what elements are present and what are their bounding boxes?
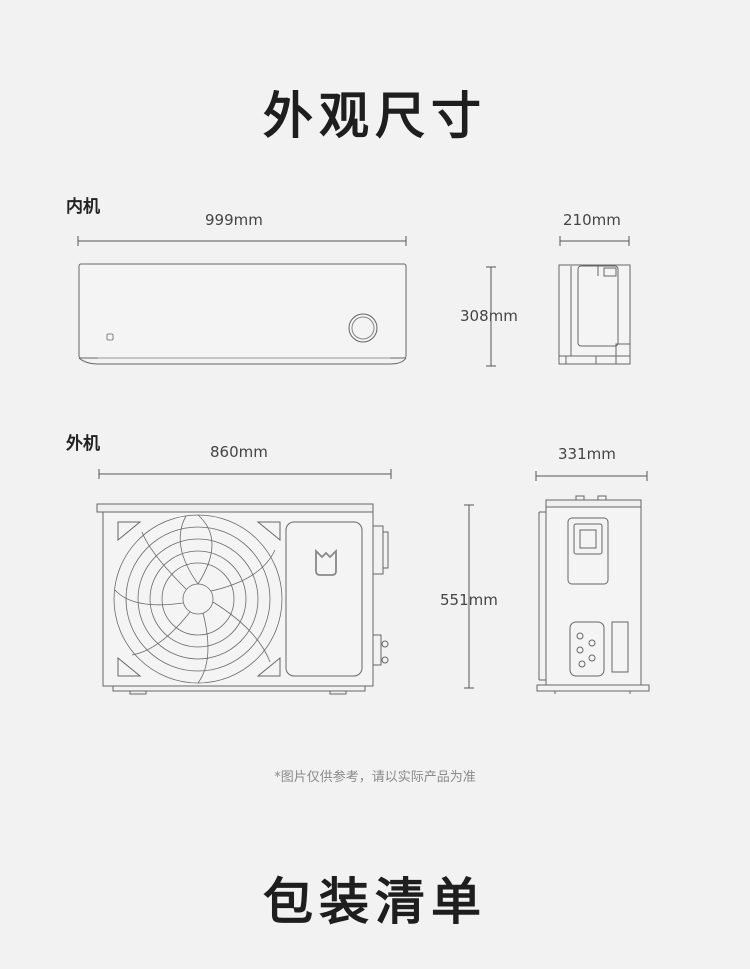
indoor-height-dimension-line	[486, 266, 496, 367]
indoor-depth-label: 210mm	[563, 211, 621, 229]
outdoor-width-label: 860mm	[210, 443, 268, 461]
mijia-logo-icon	[315, 548, 337, 576]
indoor-unit-side-view	[558, 264, 631, 365]
indoor-height-label: 308mm	[460, 307, 518, 325]
section-title-packing-list: 包装清单	[263, 873, 487, 931]
outdoor-width-dimension-line	[98, 469, 392, 479]
page-title: 外观尺寸	[263, 87, 487, 145]
indoor-depth-dimension-line	[559, 236, 630, 246]
indoor-unit-label: 内机	[66, 197, 100, 217]
outdoor-unit-front-view	[96, 503, 389, 695]
outdoor-depth-dimension-line	[535, 471, 648, 481]
fan-grille	[113, 514, 283, 684]
disclaimer-note: *图片仅供参考，请以实际产品为准	[274, 770, 476, 785]
indoor-width-dimension-line	[77, 236, 407, 246]
outdoor-depth-label: 331mm	[558, 445, 616, 463]
outdoor-unit-side-view	[536, 495, 650, 694]
indoor-width-label: 999mm	[205, 211, 263, 229]
outdoor-unit-label: 外机	[66, 434, 100, 454]
outdoor-height-dimension-line	[464, 504, 474, 689]
indoor-unit-front-view	[78, 263, 407, 365]
